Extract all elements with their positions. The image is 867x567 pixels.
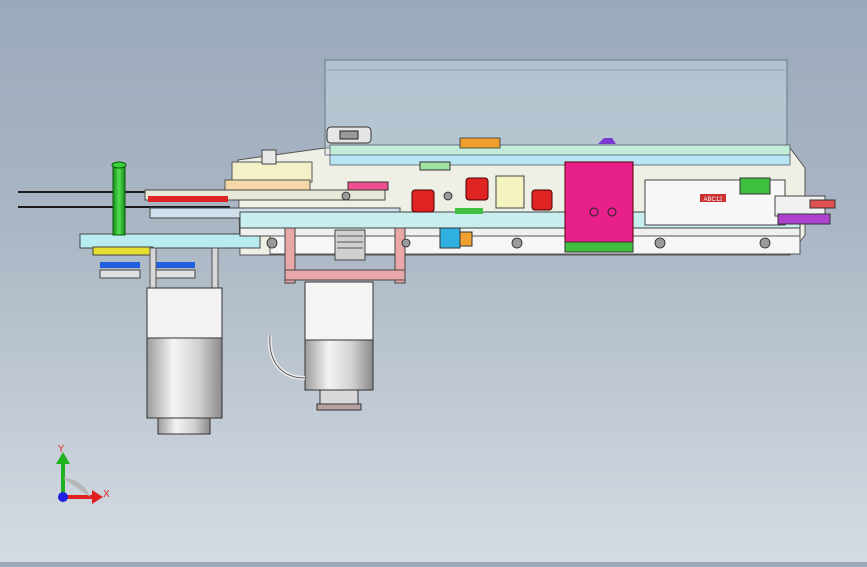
green-shaft[interactable] [111, 161, 127, 236]
sensor-box [495, 175, 525, 209]
yellow-disc [92, 246, 196, 279]
screws [266, 191, 771, 249]
y-axis-label: Y [57, 444, 65, 455]
center-bracket [284, 227, 406, 284]
red-spools[interactable] [411, 177, 553, 213]
x-axis-label: X [103, 489, 110, 500]
left-motor[interactable] [146, 287, 223, 435]
magenta-block[interactable] [564, 161, 634, 253]
top-idler-wheel[interactable] [326, 126, 372, 144]
center-motor[interactable] [267, 281, 374, 411]
pulley-stack[interactable] [224, 149, 313, 191]
small-parts [347, 161, 483, 249]
top-orange-block [459, 137, 501, 149]
coordinate-triad[interactable]: Y X [56, 444, 110, 504]
top-purple-cap [598, 138, 616, 144]
end-plate [774, 195, 836, 225]
cable-block: ABC12 [644, 177, 786, 226]
z-axis-dot [58, 492, 68, 502]
label-block-text: ABC12 [703, 197, 723, 203]
